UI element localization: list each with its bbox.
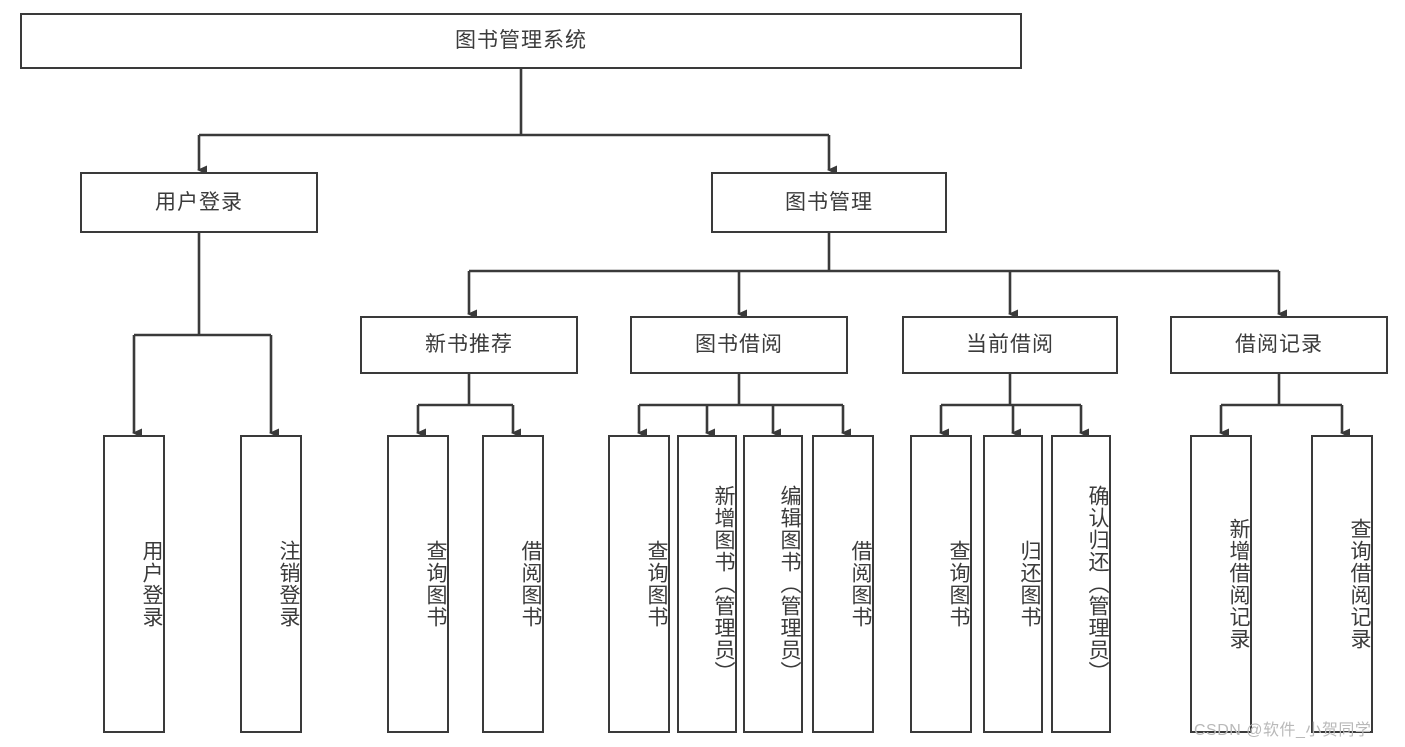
- leaf-query-book-2[interactable]: 查询图书: [608, 435, 670, 733]
- leaf-query-borrow-record[interactable]: 查询借阅记录: [1311, 435, 1373, 733]
- node-label: 当前借阅: [966, 333, 1054, 357]
- leaf-borrow-book-1[interactable]: 借阅图书: [482, 435, 544, 733]
- root-title-box[interactable]: 图书管理系统: [20, 13, 1022, 69]
- node-label: 用户登录: [155, 190, 243, 214]
- leaf-return-book[interactable]: 归还图书: [983, 435, 1043, 733]
- node-label: 图书借阅: [695, 333, 783, 357]
- leaf-confirm-return-admin[interactable]: 确认归还（管理员）: [1051, 435, 1111, 733]
- node-label: 归还图书: [1018, 540, 1041, 628]
- node-label: 查询图书: [947, 540, 970, 628]
- node-label: 查询图书: [424, 540, 447, 628]
- leaf-query-book-1[interactable]: 查询图书: [387, 435, 449, 733]
- new-book-recommend[interactable]: 新书推荐: [360, 316, 578, 374]
- borrow-record[interactable]: 借阅记录: [1170, 316, 1388, 374]
- book-borrow[interactable]: 图书借阅: [630, 316, 848, 374]
- leaf-add-borrow-record[interactable]: 新增借阅记录: [1190, 435, 1252, 733]
- node-label: 注销登录: [277, 540, 300, 628]
- node-label: 编辑图书（管理员）: [778, 485, 801, 683]
- leaf-query-book-3[interactable]: 查询图书: [910, 435, 972, 733]
- node-label: 图书管理系统: [455, 29, 587, 53]
- book-management[interactable]: 图书管理: [711, 172, 947, 233]
- node-label: 确认归还（管理员）: [1086, 485, 1109, 683]
- node-label: 借阅图书: [519, 540, 542, 628]
- node-label: 图书管理: [785, 190, 873, 214]
- node-label: 借阅记录: [1235, 333, 1323, 357]
- node-label: 新增图书（管理员）: [712, 485, 735, 683]
- csdn-watermark: CSDN @软件_小贺同学: [1194, 722, 1372, 739]
- leaf-edit-book-admin[interactable]: 编辑图书（管理员）: [743, 435, 803, 733]
- node-label: 新增借阅记录: [1227, 518, 1250, 650]
- user-login[interactable]: 用户登录: [80, 172, 318, 233]
- leaf-borrow-book-2[interactable]: 借阅图书: [812, 435, 874, 733]
- current-borrow[interactable]: 当前借阅: [902, 316, 1118, 374]
- node-label: 查询图书: [645, 540, 668, 628]
- leaf-user-login[interactable]: 用户登录: [103, 435, 165, 733]
- node-label: 借阅图书: [849, 540, 872, 628]
- node-label: 查询借阅记录: [1348, 518, 1371, 650]
- node-label: 新书推荐: [425, 333, 513, 357]
- node-label: 用户登录: [140, 540, 163, 628]
- leaf-logout-login[interactable]: 注销登录: [240, 435, 302, 733]
- leaf-add-book-admin[interactable]: 新增图书（管理员）: [677, 435, 737, 733]
